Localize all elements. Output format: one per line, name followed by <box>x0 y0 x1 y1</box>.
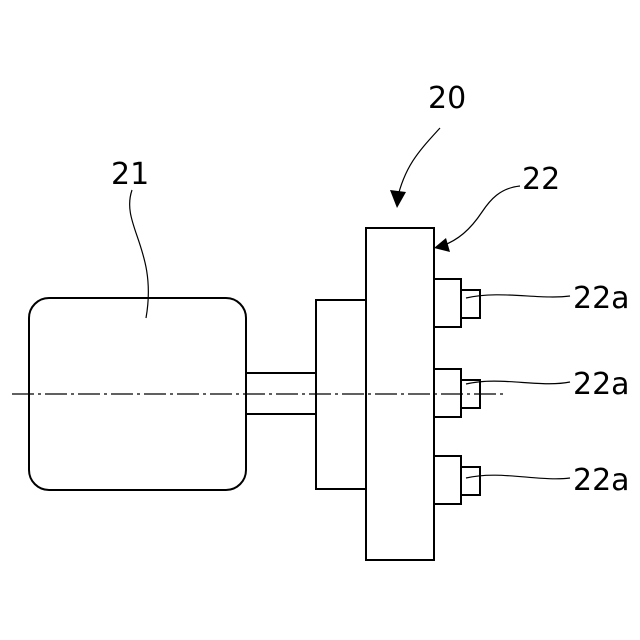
label-outlet-middle: 22a <box>573 367 630 402</box>
label-assembly: 20 <box>428 81 466 116</box>
label-motor: 21 <box>111 157 149 192</box>
label-outlet-top: 22a <box>573 281 630 316</box>
label-flange: 22 <box>522 162 560 197</box>
label-outlet-bottom: 22a <box>573 463 630 498</box>
